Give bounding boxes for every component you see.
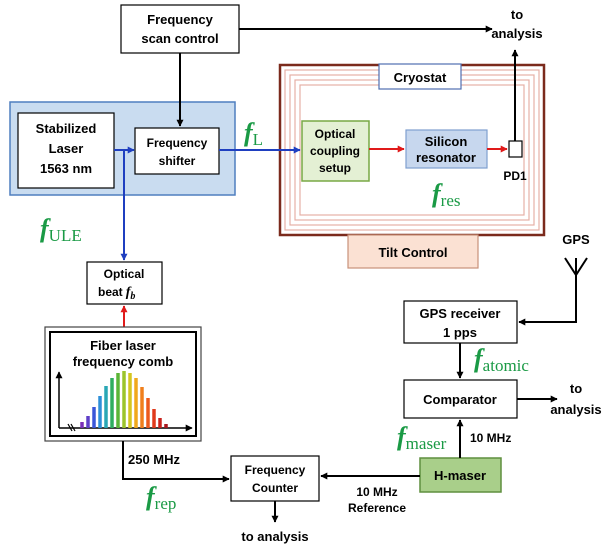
optical-coupling-box [301, 120, 370, 182]
to-analysis-top-label-2: analysis [491, 26, 542, 41]
stabilized-laser-label-2: Laser [49, 141, 84, 156]
fiber-comb-label-1: Fiber laser [90, 338, 156, 353]
comb-to-counter-arrow [122, 441, 230, 483]
f-l-symbol: fL [244, 118, 263, 149]
to-analysis-right-label-2: analysis [550, 402, 601, 417]
comparator-label: Comparator [423, 392, 497, 407]
pd1-label: PD1 [503, 169, 527, 183]
tilt-control-box [347, 234, 479, 269]
cryostat-label-box [378, 63, 462, 90]
frequency-counter-box [230, 455, 320, 502]
optical-coupling-label-1: Optical [315, 127, 356, 141]
f-maser-symbol: fmaser [397, 422, 447, 453]
gps-receiver-box [403, 300, 518, 344]
optical-coupling-label-3: setup [319, 161, 351, 175]
f-rep-symbol: frep [146, 482, 176, 513]
stabilized-laser-label-1: Stabilized [36, 121, 97, 136]
frequency-shifter-box [134, 127, 220, 175]
gps-receiver-label-1: GPS receiver [420, 306, 501, 321]
tilt-control-label: Tilt Control [378, 245, 447, 260]
pd1-box [508, 140, 523, 158]
h-maser-label: H-maser [434, 468, 486, 483]
optical-beat-label-1: Optical [104, 267, 145, 281]
antenna-to-gps-receiver-arrow [518, 275, 577, 326]
10mhz-reference-label-2: Reference [348, 501, 406, 515]
frequency-shifter-label-1: Frequency [147, 136, 208, 150]
silicon-resonator-label-1: Silicon [425, 134, 468, 149]
optical-beat-box [86, 261, 163, 305]
frequency-scan-control-label-2: scan control [141, 31, 218, 46]
10mhz-vertical-label: 10 MHz [470, 431, 511, 445]
250mhz-label: 250 MHz [128, 452, 181, 467]
fiber-comb-label-2: frequency comb [73, 354, 173, 369]
stabilized-laser-box [17, 112, 115, 189]
to-analysis-bottom-label: to analysis [241, 529, 308, 544]
frequency-scan-control-label-1: Frequency [147, 12, 214, 27]
stabilized-laser-label-3: 1563 nm [40, 161, 92, 176]
optical-coupling-label-2: coupling [310, 144, 360, 158]
gps-receiver-label-2: 1 pps [443, 325, 477, 340]
cryostat-label: Cryostat [394, 70, 447, 85]
silicon-resonator-box [405, 129, 488, 169]
frequency-counter-label-1: Frequency [245, 463, 306, 477]
to-analysis-top-label-1: to [511, 7, 523, 22]
comb-spectrum-icon [55, 371, 193, 432]
to-analysis-right-label-1: to [570, 381, 582, 396]
f-res-symbol: fres [432, 179, 461, 210]
f-atomic-symbol: fatomic [474, 344, 529, 375]
10mhz-reference-label-1: 10 MHz [356, 485, 397, 499]
frequency-shifter-label-2: shifter [159, 154, 196, 168]
silicon-resonator-label-2: resonator [416, 150, 476, 165]
f-ule-symbol: fULE [40, 214, 82, 245]
gps-antenna-icon [564, 257, 588, 277]
comparator-box [403, 379, 518, 419]
gps-label: GPS [562, 232, 590, 247]
frequency-counter-label-2: Counter [252, 481, 298, 495]
